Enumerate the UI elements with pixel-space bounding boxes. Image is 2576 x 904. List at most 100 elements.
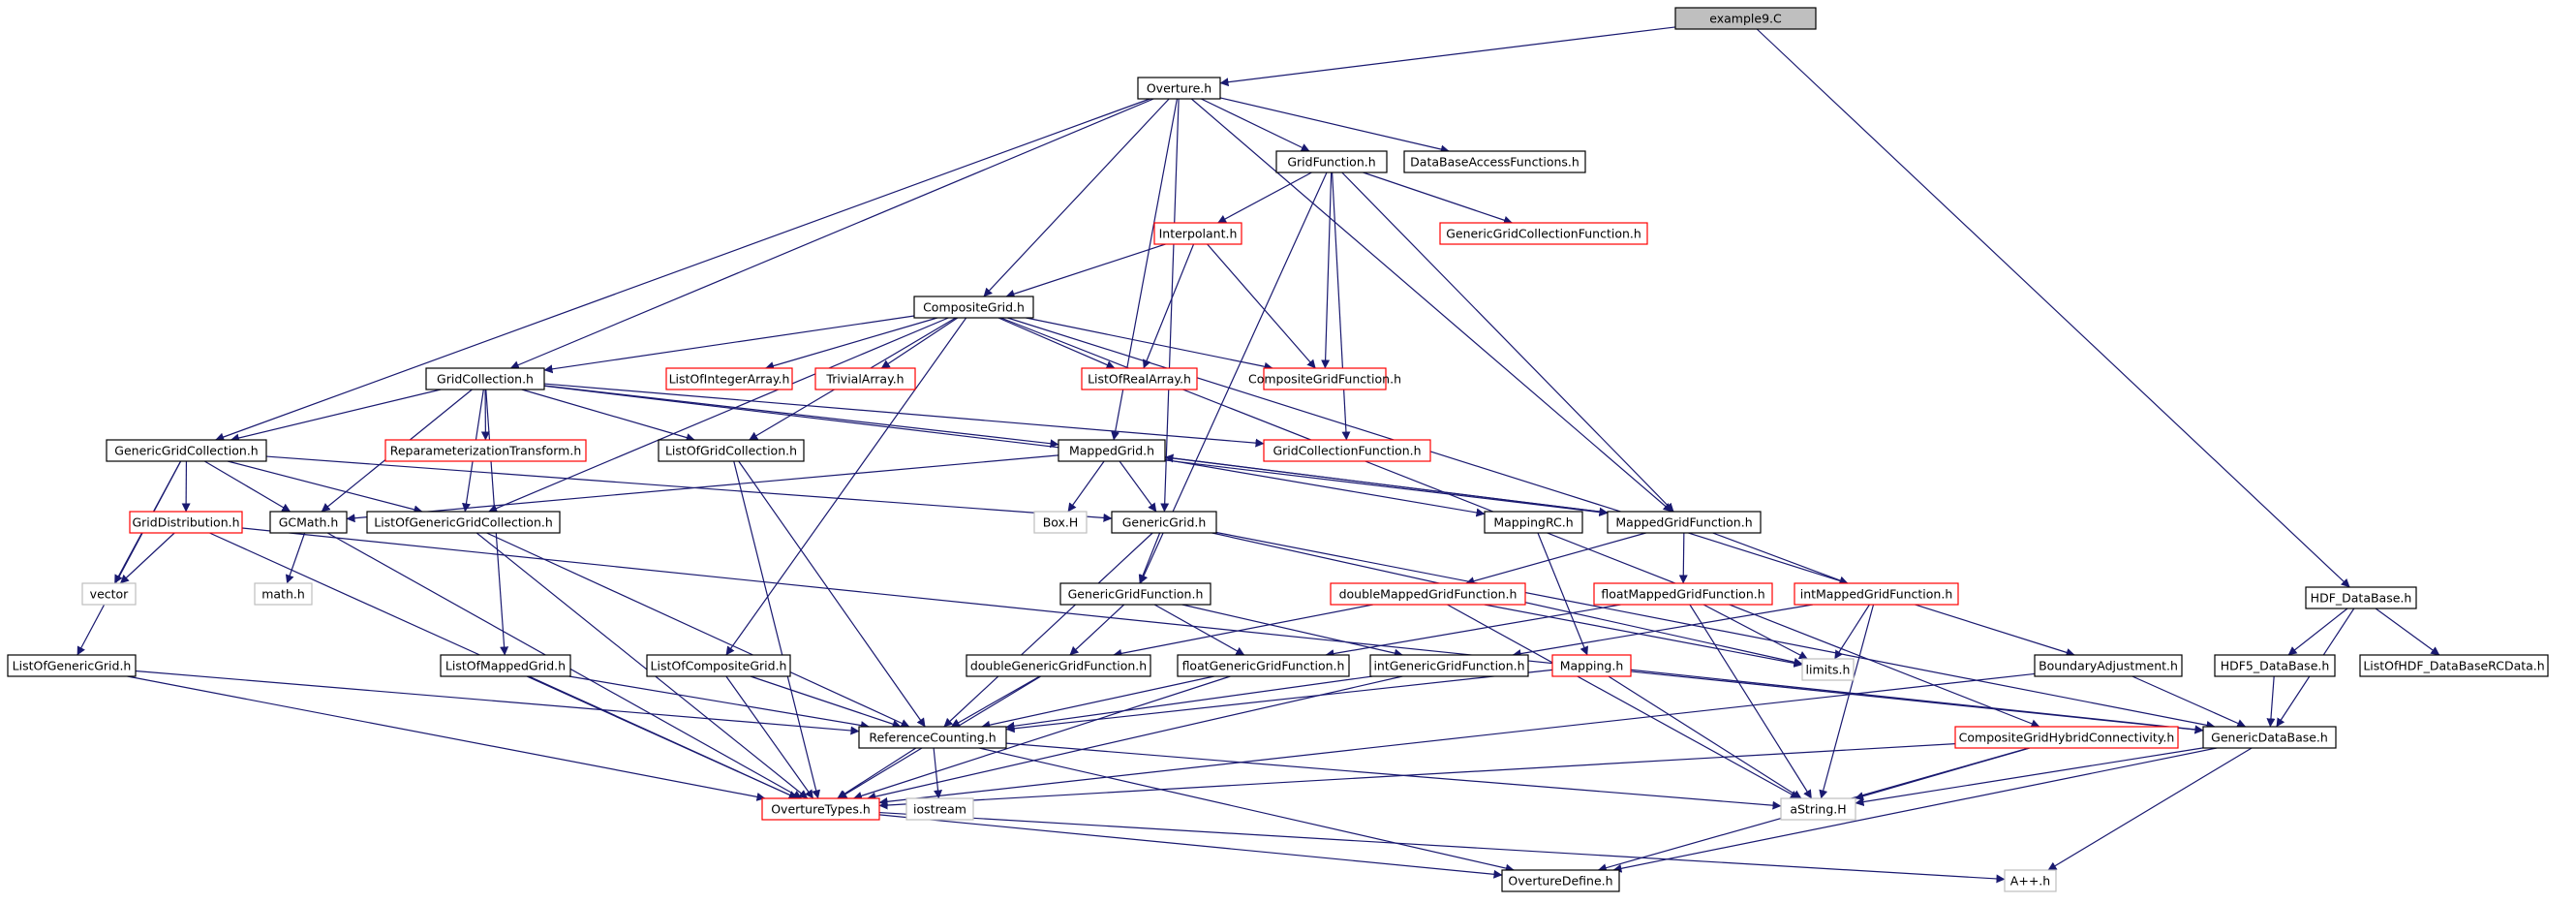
node-box[interactable] xyxy=(905,797,974,821)
node-box[interactable] xyxy=(7,654,137,677)
node-compgridfunc[interactable]: CompositeGridFunction.h xyxy=(1248,367,1401,390)
node-gengridcoll[interactable]: GenericGridCollection.h xyxy=(106,439,267,462)
node-box[interactable] xyxy=(1330,582,1526,606)
node-overture[interactable]: Overture.h xyxy=(1137,77,1221,100)
node-box[interactable] xyxy=(858,726,1007,749)
node-gendb[interactable]: GenericDataBase.h xyxy=(2202,726,2337,749)
node-box[interactable] xyxy=(1403,150,1586,173)
node-interpolant[interactable]: Interpolant.h xyxy=(1153,222,1242,245)
node-floatgengf[interactable]: floatGenericGridFunction.h xyxy=(1177,654,1350,677)
node-appph[interactable]: A++.h xyxy=(2004,869,2057,892)
node-doublegengf[interactable]: doubleGenericGridFunction.h xyxy=(966,654,1151,677)
node-box[interactable] xyxy=(1153,222,1242,245)
node-box[interactable] xyxy=(665,367,793,390)
node-vector[interactable]: vector xyxy=(81,582,137,606)
node-box[interactable] xyxy=(1081,367,1198,390)
node-box[interactable] xyxy=(1275,150,1388,173)
node-box[interactable] xyxy=(254,582,313,606)
node-trivialarray[interactable]: TrivialArray.h xyxy=(814,367,916,390)
node-box[interactable] xyxy=(384,439,587,462)
node-reparam[interactable]: ReparameterizationTransform.h xyxy=(384,439,587,462)
node-box[interactable] xyxy=(2214,654,2336,677)
node-boxh[interactable]: Box.H xyxy=(1033,511,1088,534)
node-box[interactable] xyxy=(366,511,561,534)
node-gridcollection[interactable]: GridCollection.h xyxy=(425,367,545,390)
node-gridfunction[interactable]: GridFunction.h xyxy=(1275,150,1388,173)
node-box[interactable] xyxy=(440,654,571,677)
node-listgengridcoll[interactable]: ListOfGenericGridCollection.h xyxy=(366,511,561,534)
node-cghybrid[interactable]: CompositeGridHybridConnectivity.h xyxy=(1954,726,2179,749)
node-mathh[interactable]: math.h xyxy=(254,582,313,606)
node-dbaccess[interactable]: DataBaseAccessFunctions.h xyxy=(1403,150,1586,173)
node-genericgrid[interactable]: GenericGrid.h xyxy=(1111,511,1217,534)
node-listgridcoll[interactable]: ListOfGridCollection.h xyxy=(658,439,805,462)
node-listrealarray[interactable]: ListOfRealArray.h xyxy=(1081,367,1198,390)
node-box[interactable] xyxy=(129,511,243,534)
node-box[interactable] xyxy=(1369,654,1529,677)
node-mappingrc[interactable]: MappingRC.h xyxy=(1484,511,1583,534)
node-gengcf[interactable]: GenericGridCollectionFunction.h xyxy=(1439,222,1648,245)
node-overturetypes[interactable]: OvertureTypes.h xyxy=(761,797,880,821)
node-astring[interactable]: aString.H xyxy=(1780,797,1856,821)
node-griddist[interactable]: GridDistribution.h xyxy=(129,511,243,534)
node-box[interactable] xyxy=(1111,511,1217,534)
node-box[interactable] xyxy=(1954,726,2179,749)
node-doublemgf[interactable]: doubleMappedGridFunction.h xyxy=(1330,582,1526,606)
node-box[interactable] xyxy=(269,511,348,534)
node-limitsh[interactable]: limits.h xyxy=(1801,658,1855,681)
node-overturedefine[interactable]: OvertureDefine.h xyxy=(1501,869,1620,892)
node-box[interactable] xyxy=(1801,658,1855,681)
node-box[interactable] xyxy=(1551,654,1632,677)
node-intgengf[interactable]: intGenericGridFunction.h xyxy=(1369,654,1529,677)
node-listgengrid[interactable]: ListOfGenericGrid.h xyxy=(7,654,137,677)
node-mappingh[interactable]: Mapping.h xyxy=(1551,654,1632,677)
node-box[interactable] xyxy=(1033,511,1088,534)
node-gridcollfunc[interactable]: GridCollectionFunction.h xyxy=(1263,439,1431,462)
node-intmgf[interactable]: intMappedGridFunction.h xyxy=(1794,582,1959,606)
node-box[interactable] xyxy=(1177,654,1350,677)
node-box[interactable] xyxy=(1137,77,1221,100)
node-box[interactable] xyxy=(1059,582,1211,606)
node-mappedgridfunc[interactable]: MappedGridFunction.h xyxy=(1607,511,1762,534)
node-box[interactable] xyxy=(2004,869,2057,892)
node-box[interactable] xyxy=(913,296,1034,319)
node-listhdfdbrc[interactable]: ListOfHDF_DataBaseRCData.h xyxy=(2359,654,2549,677)
node-box[interactable] xyxy=(1501,869,1620,892)
node-box[interactable] xyxy=(966,654,1151,677)
node-box[interactable] xyxy=(814,367,916,390)
node-box[interactable] xyxy=(2305,586,2417,609)
node-box[interactable] xyxy=(2034,654,2183,677)
node-iostream[interactable]: iostream xyxy=(905,797,974,821)
node-box[interactable] xyxy=(1593,582,1773,606)
node-gengridfunc[interactable]: GenericGridFunction.h xyxy=(1059,582,1211,606)
node-example9[interactable]: example9.C xyxy=(1674,7,1817,30)
node-box[interactable] xyxy=(1607,511,1762,534)
node-box[interactable] xyxy=(2359,654,2549,677)
node-compositegrid[interactable]: CompositeGrid.h xyxy=(913,296,1034,319)
node-mappedgrid[interactable]: MappedGrid.h xyxy=(1058,439,1166,462)
node-box[interactable] xyxy=(2202,726,2337,749)
node-listcompgrid[interactable]: ListOfCompositeGrid.h xyxy=(646,654,791,677)
node-box[interactable] xyxy=(1484,511,1583,534)
node-floatmgf[interactable]: floatMappedGridFunction.h xyxy=(1593,582,1773,606)
node-box[interactable] xyxy=(106,439,267,462)
node-box[interactable] xyxy=(761,797,880,821)
node-box[interactable] xyxy=(1780,797,1856,821)
node-boundaryadj[interactable]: BoundaryAdjustment.h xyxy=(2034,654,2183,677)
node-box[interactable] xyxy=(1263,439,1431,462)
node-hdfdb[interactable]: HDF_DataBase.h xyxy=(2305,586,2417,609)
node-hdf5db[interactable]: HDF5_DataBase.h xyxy=(2214,654,2336,677)
node-box[interactable] xyxy=(1674,7,1817,30)
node-box[interactable] xyxy=(425,367,545,390)
node-gcmath[interactable]: GCMath.h xyxy=(269,511,348,534)
node-box[interactable] xyxy=(658,439,805,462)
node-box[interactable] xyxy=(1794,582,1959,606)
node-box[interactable] xyxy=(1058,439,1166,462)
node-listmappedgrid[interactable]: ListOfMappedGrid.h xyxy=(440,654,571,677)
node-refcount[interactable]: ReferenceCounting.h xyxy=(858,726,1007,749)
node-box[interactable] xyxy=(81,582,137,606)
node-listintarray[interactable]: ListOfIntegerArray.h xyxy=(665,367,793,390)
node-box[interactable] xyxy=(1439,222,1648,245)
node-box[interactable] xyxy=(1263,367,1387,390)
node-box[interactable] xyxy=(646,654,791,677)
